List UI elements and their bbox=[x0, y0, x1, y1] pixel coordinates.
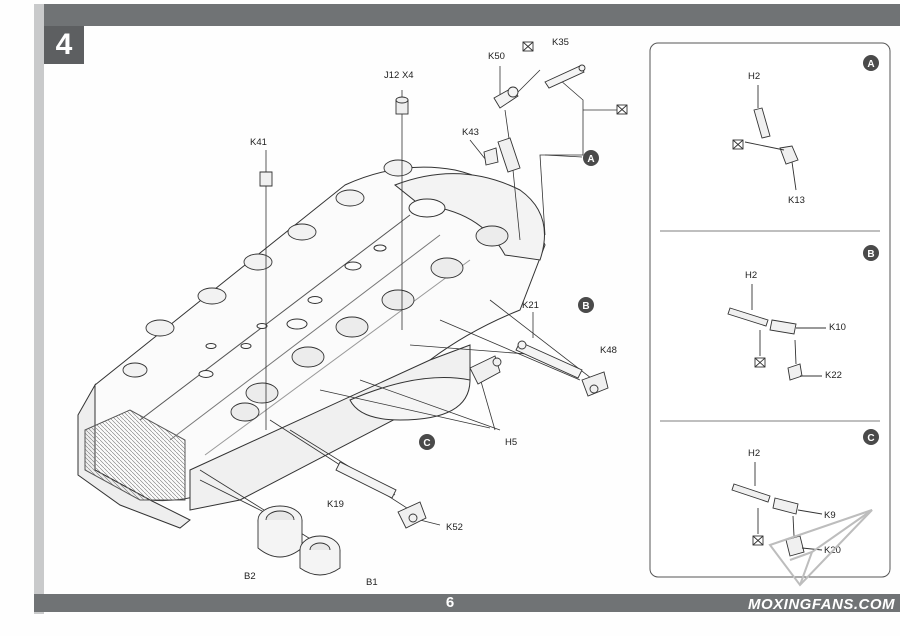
label-k43: K43 bbox=[462, 127, 479, 138]
detail-c-label-h2: H2 bbox=[748, 448, 760, 459]
part-b1 bbox=[299, 535, 341, 576]
part-k43 bbox=[483, 137, 521, 173]
watermark-logo bbox=[768, 509, 873, 587]
detail-c-label-k9: K9 bbox=[824, 510, 836, 521]
engine-block bbox=[77, 166, 546, 529]
label-k50: K50 bbox=[488, 51, 505, 62]
detail-a-badge: A bbox=[863, 55, 879, 71]
part-k48 bbox=[581, 371, 609, 397]
part-h5 bbox=[469, 355, 502, 385]
part-b2 bbox=[257, 505, 303, 558]
detail-b-badge: B bbox=[863, 245, 879, 261]
part-k19 bbox=[335, 461, 397, 499]
part-k52 bbox=[397, 501, 427, 529]
detail-b-label-k10: K10 bbox=[829, 322, 846, 333]
label-k21: K21 bbox=[522, 300, 539, 311]
callout-a: A bbox=[583, 150, 599, 166]
label-b1: B1 bbox=[366, 577, 378, 588]
svg-text:C: C bbox=[423, 438, 430, 449]
part-k50 bbox=[493, 86, 519, 109]
no-glue-icon bbox=[522, 41, 534, 52]
page-binding-edge bbox=[34, 4, 44, 614]
part-k35 bbox=[544, 64, 586, 89]
callout-b: B bbox=[578, 297, 594, 313]
label-k41: K41 bbox=[250, 137, 267, 148]
bottom-band bbox=[34, 594, 900, 612]
step-number: 4 bbox=[44, 26, 84, 64]
detail-panel-frame bbox=[649, 42, 891, 578]
detail-a-label-h2: H2 bbox=[748, 71, 760, 82]
top-band bbox=[34, 4, 900, 26]
detail-b-label-h2: H2 bbox=[745, 270, 757, 281]
detail-a-label-k13: K13 bbox=[788, 195, 805, 206]
svg-text:C: C bbox=[867, 433, 874, 444]
left-cylinder-row bbox=[122, 159, 413, 378]
label-k35: K35 bbox=[552, 37, 569, 48]
watermark-text: MOXINGFANS.COM bbox=[747, 596, 895, 613]
label-j12-x4: J12 X4 bbox=[384, 70, 414, 81]
part-k21 bbox=[515, 340, 583, 379]
svg-text:A: A bbox=[867, 59, 874, 70]
label-k52: K52 bbox=[446, 522, 463, 533]
leader-lines bbox=[199, 66, 620, 546]
detail-b-label-k22: K22 bbox=[825, 370, 842, 381]
page-number: 6 bbox=[445, 594, 455, 611]
label-h5: H5 bbox=[505, 437, 517, 448]
part-k41 bbox=[259, 171, 273, 187]
callout-c: C bbox=[419, 434, 435, 450]
no-glue-icon bbox=[616, 104, 628, 115]
label-k19: K19 bbox=[327, 499, 344, 510]
label-b2: B2 bbox=[244, 571, 256, 582]
svg-text:A: A bbox=[587, 154, 594, 165]
part-j12 bbox=[395, 96, 409, 115]
label-k48: K48 bbox=[600, 345, 617, 356]
svg-text:B: B bbox=[582, 301, 589, 312]
detail-a: A H2 K13 bbox=[732, 55, 879, 206]
detail-c: C H2 K9 K20 bbox=[731, 429, 879, 557]
detail-b: B H2 K10 K22 bbox=[727, 245, 879, 381]
svg-text:B: B bbox=[867, 249, 874, 260]
right-cylinder-row bbox=[230, 225, 509, 422]
detail-c-badge: C bbox=[863, 429, 879, 445]
